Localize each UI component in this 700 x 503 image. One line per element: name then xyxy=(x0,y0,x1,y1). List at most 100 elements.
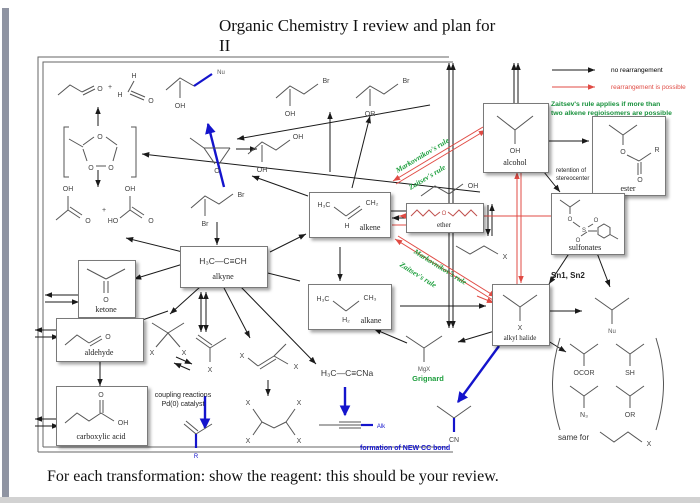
title-line1: Organic Chemistry I review and plan for xyxy=(219,16,496,35)
x-label: X xyxy=(150,350,155,357)
ester-structure: O O R ester xyxy=(608,124,660,193)
vinyl-halide-structure: X xyxy=(195,334,227,374)
coupling-line2: Pd(0) catalyst xyxy=(161,401,205,408)
sulfonate-structure: O S O O sulfonates xyxy=(559,199,619,252)
x-label: X xyxy=(647,441,652,448)
diol-structure: OH OH xyxy=(247,134,304,174)
bonds xyxy=(247,343,289,370)
bonds xyxy=(64,334,103,347)
x-label: X xyxy=(297,438,302,445)
o-label: O xyxy=(88,165,94,172)
left-gray-bar xyxy=(2,8,9,503)
alkyne-box: H₃C—C≡CH alkyne xyxy=(180,246,268,288)
x-label: X xyxy=(246,438,251,445)
o-label: O xyxy=(148,218,154,225)
ozonide-structure: O O O xyxy=(63,126,137,178)
h-label: H xyxy=(117,92,122,99)
br-label: Br xyxy=(238,192,246,199)
o-label: O xyxy=(620,149,626,156)
zaitsev-note: Zaitsev's rule applies if more than two … xyxy=(551,100,699,118)
retention-line2: stereocenter xyxy=(556,176,590,182)
oh-label: OH xyxy=(118,420,129,427)
same-for-label: same for xyxy=(558,433,589,442)
alkene-structure: H₃C CH₂ H alkene xyxy=(318,200,381,232)
h3c-label: H₃C xyxy=(318,202,331,209)
ester-box-label: ester xyxy=(620,184,635,193)
x-label: X xyxy=(246,400,251,407)
bonds xyxy=(559,199,619,240)
plus-sign: + xyxy=(102,207,106,214)
sulfonates-box-label: sulfonates xyxy=(569,243,601,252)
br-label: Br xyxy=(403,78,411,85)
or-label: OR xyxy=(365,111,376,118)
title-line2: II xyxy=(219,36,231,55)
aldehyde-structure: O aldehyde xyxy=(64,334,114,357)
nu-alcohol-structure: Nu OH xyxy=(165,70,225,110)
o-label: O xyxy=(214,168,220,175)
retention-line1: retention of xyxy=(556,168,587,174)
acetylide-structure: H₃C—C≡CNa xyxy=(321,368,374,378)
carboxylic-acid-structure: O OH carboxylic acid xyxy=(64,392,129,441)
blue-arrows xyxy=(199,122,500,430)
dibromide-structure: Br Br xyxy=(190,192,246,228)
legend-no-rearrangement: no rearrangement xyxy=(551,66,699,74)
alkyl-halide-structure: X alkyl halide xyxy=(502,294,538,342)
mgx-label: MgX xyxy=(418,367,430,373)
x-label: X xyxy=(518,325,523,332)
br-label: Br xyxy=(323,78,331,85)
r-label: R xyxy=(654,147,659,154)
grignard-structure: MgX Grignard xyxy=(405,335,444,383)
h3c-label: H₃C xyxy=(317,296,330,303)
oh-label: OH xyxy=(293,134,304,141)
black-arrow-icon xyxy=(552,67,595,73)
legend: no rearrangement rearrangement is possib… xyxy=(551,66,699,118)
alcohol-structure: OH alcohol xyxy=(496,115,534,167)
x-label: X xyxy=(297,400,302,407)
coupling-note: coupling reactions Pd(0) catalyst xyxy=(142,391,224,409)
bonds xyxy=(594,297,630,324)
bonds xyxy=(190,193,234,216)
same-for-row: same for X xyxy=(558,431,652,448)
oh-label: OH xyxy=(125,186,136,193)
sulfonates-box: O S O O sulfonates xyxy=(551,193,625,255)
bonds xyxy=(55,196,145,221)
ch2-label: CH₂ xyxy=(366,200,379,207)
bonds xyxy=(552,337,664,431)
o-label: O xyxy=(85,218,91,225)
aldehyde-box-label: aldehyde xyxy=(85,348,114,357)
oh-label: OH xyxy=(510,148,521,155)
alkene-box-label: alkene xyxy=(360,223,381,232)
o-label: O xyxy=(442,211,447,217)
h-label: H xyxy=(131,73,136,80)
nitrile-structure: CN xyxy=(436,405,472,444)
o-label: O xyxy=(148,98,154,105)
x-label: X xyxy=(503,254,508,261)
bonds xyxy=(252,408,296,436)
bonds xyxy=(195,334,227,362)
legend-rearrangement-label: rearrangement is possible xyxy=(611,83,686,91)
alkane-box: H₃C CH₃ H₂ alkane xyxy=(308,284,392,330)
epoxide-structure: O xyxy=(189,137,231,175)
bonds xyxy=(247,139,291,162)
vinyl-dihalide-structure: X X xyxy=(240,343,299,371)
acids-pair-structure: OH O + HO OH O xyxy=(55,186,154,225)
bonds xyxy=(165,73,213,98)
coupling-line1: coupling reactions xyxy=(154,392,212,399)
bonds xyxy=(455,245,499,255)
aldehydes-pair-structure: O + H H O xyxy=(57,73,154,105)
bonds xyxy=(599,431,643,443)
page-title: Organic Chemistry I review and plan for … xyxy=(219,16,499,56)
acetylide-formula: H₃C—C≡CNa xyxy=(321,368,374,378)
x-label: X xyxy=(294,364,299,371)
h2-label: H₂ xyxy=(342,317,350,324)
ester-box: O O R ester xyxy=(592,116,666,196)
plus-sign: + xyxy=(108,84,112,91)
bonds xyxy=(332,300,360,312)
ether-box: O ether xyxy=(406,203,484,233)
ether-structure: O ether xyxy=(410,209,478,229)
bonds xyxy=(319,421,373,429)
oh-label: OH xyxy=(285,111,296,118)
or-label: OR xyxy=(625,412,636,419)
bonds xyxy=(405,335,443,362)
o-label: O xyxy=(568,217,573,223)
